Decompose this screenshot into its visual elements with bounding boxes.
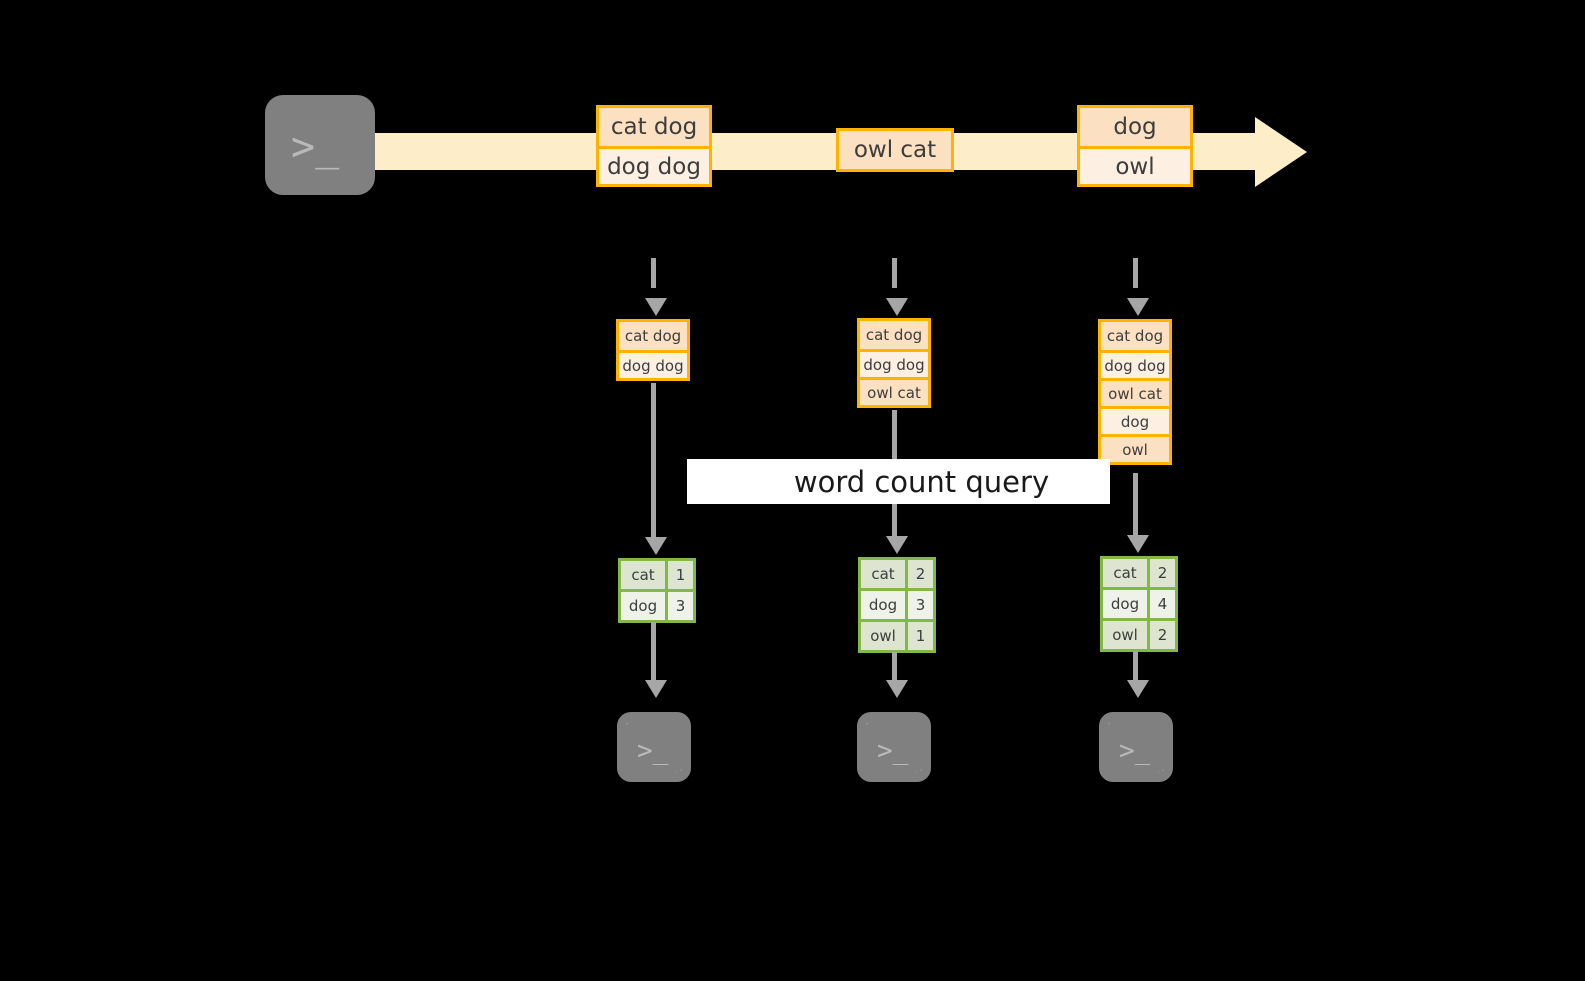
output-sink-terminal-2[interactable]: >_ <box>857 712 931 782</box>
stream-arrowhead-icon <box>1255 117 1307 187</box>
result-count: 3 <box>905 591 933 619</box>
result-to-sink-line-3 <box>1133 651 1138 684</box>
input-table-row: owl <box>1101 434 1169 462</box>
stream-to-snapshot-line-1 <box>651 258 656 306</box>
result-table-2[interactable]: cat 2 dog 3 owl 1 <box>858 557 936 653</box>
stream-record-3[interactable]: dog owl <box>1077 105 1193 187</box>
result-word: owl <box>861 622 905 650</box>
result-count: 2 <box>905 560 933 588</box>
result-count: 2 <box>1147 621 1175 649</box>
query-label-text: word count query <box>793 464 1050 499</box>
terminal-screen: >_ <box>1108 721 1164 773</box>
terminal-screen: >_ <box>626 721 682 773</box>
result-row: cat 1 <box>621 561 693 589</box>
result-row: owl 1 <box>861 619 933 650</box>
input-table-1[interactable]: cat dog dog dog <box>616 319 690 381</box>
terminal-screen: >_ <box>274 104 366 186</box>
stream-to-snapshot-arrowhead-icon-2 <box>886 298 908 316</box>
snapshot-to-result-arrowhead-icon-1 <box>645 537 667 555</box>
result-word: cat <box>1103 559 1147 587</box>
result-count: 1 <box>905 622 933 650</box>
input-table-row: dog <box>1101 406 1169 434</box>
input-table-3[interactable]: cat dog dog dog owl cat dog owl <box>1098 319 1172 465</box>
terminal-prompt-icon: >_ <box>877 736 909 766</box>
result-count: 3 <box>665 592 693 620</box>
snapshot-to-result-line-3 <box>1133 473 1138 539</box>
result-row: owl 2 <box>1103 618 1175 649</box>
stream-record-line: owl cat <box>839 131 951 169</box>
stream-record-line: owl <box>1080 146 1190 184</box>
snapshot-to-result-arrowhead-icon-2 <box>886 536 908 554</box>
stream-to-snapshot-line-3 <box>1133 258 1138 306</box>
result-to-sink-arrowhead-icon-3 <box>1127 680 1149 698</box>
input-table-row: cat dog <box>860 321 928 349</box>
result-row: dog 4 <box>1103 587 1175 618</box>
input-table-row: owl cat <box>860 377 928 405</box>
stream-to-snapshot-arrowhead-icon-3 <box>1127 298 1149 316</box>
input-table-row: dog dog <box>860 349 928 377</box>
stream-record-2[interactable]: owl cat <box>836 128 954 172</box>
result-to-sink-line-1 <box>651 622 656 684</box>
result-word: cat <box>621 561 665 589</box>
output-sink-terminal-3[interactable]: >_ <box>1099 712 1173 782</box>
result-count: 2 <box>1147 559 1175 587</box>
input-table-row: owl cat <box>1101 378 1169 406</box>
result-word: dog <box>1103 590 1147 618</box>
input-table-row: dog dog <box>1101 350 1169 378</box>
input-table-row: cat dog <box>619 322 687 350</box>
result-row: dog 3 <box>861 588 933 619</box>
result-count: 4 <box>1147 590 1175 618</box>
stream-source-terminal[interactable]: >_ <box>265 95 375 195</box>
result-table-1[interactable]: cat 1 dog 3 <box>618 558 696 623</box>
stream-record-1[interactable]: cat dog dog dog <box>596 105 712 187</box>
snapshot-to-result-line-1 <box>651 383 656 541</box>
terminal-prompt-icon: >_ <box>1119 736 1151 766</box>
result-row: cat 2 <box>1103 559 1175 587</box>
snapshot-to-result-arrowhead-icon-3 <box>1127 535 1149 553</box>
result-to-sink-arrowhead-icon-1 <box>645 680 667 698</box>
result-word: dog <box>621 592 665 620</box>
result-word: cat <box>861 560 905 588</box>
result-to-sink-line-2 <box>892 652 897 684</box>
query-label-band: word count query <box>687 459 1110 504</box>
result-to-sink-arrowhead-icon-2 <box>886 680 908 698</box>
output-sink-terminal-1[interactable]: >_ <box>617 712 691 782</box>
result-row: dog 3 <box>621 589 693 620</box>
result-count: 1 <box>665 561 693 589</box>
result-word: owl <box>1103 621 1147 649</box>
result-row: cat 2 <box>861 560 933 588</box>
result-word: dog <box>861 591 905 619</box>
input-table-row: dog dog <box>619 350 687 378</box>
stream-to-snapshot-arrowhead-icon-1 <box>645 298 667 316</box>
terminal-prompt-icon: >_ <box>291 124 340 170</box>
stream-record-line: dog <box>1080 108 1190 146</box>
stream-record-line: cat dog <box>599 108 709 146</box>
terminal-screen: >_ <box>866 721 922 773</box>
input-table-2[interactable]: cat dog dog dog owl cat <box>857 318 931 408</box>
stream-record-line: dog dog <box>599 146 709 184</box>
stream-to-snapshot-line-2 <box>892 258 897 306</box>
result-table-3[interactable]: cat 2 dog 4 owl 2 <box>1100 556 1178 652</box>
input-table-row: cat dog <box>1101 322 1169 350</box>
terminal-prompt-icon: >_ <box>637 736 669 766</box>
